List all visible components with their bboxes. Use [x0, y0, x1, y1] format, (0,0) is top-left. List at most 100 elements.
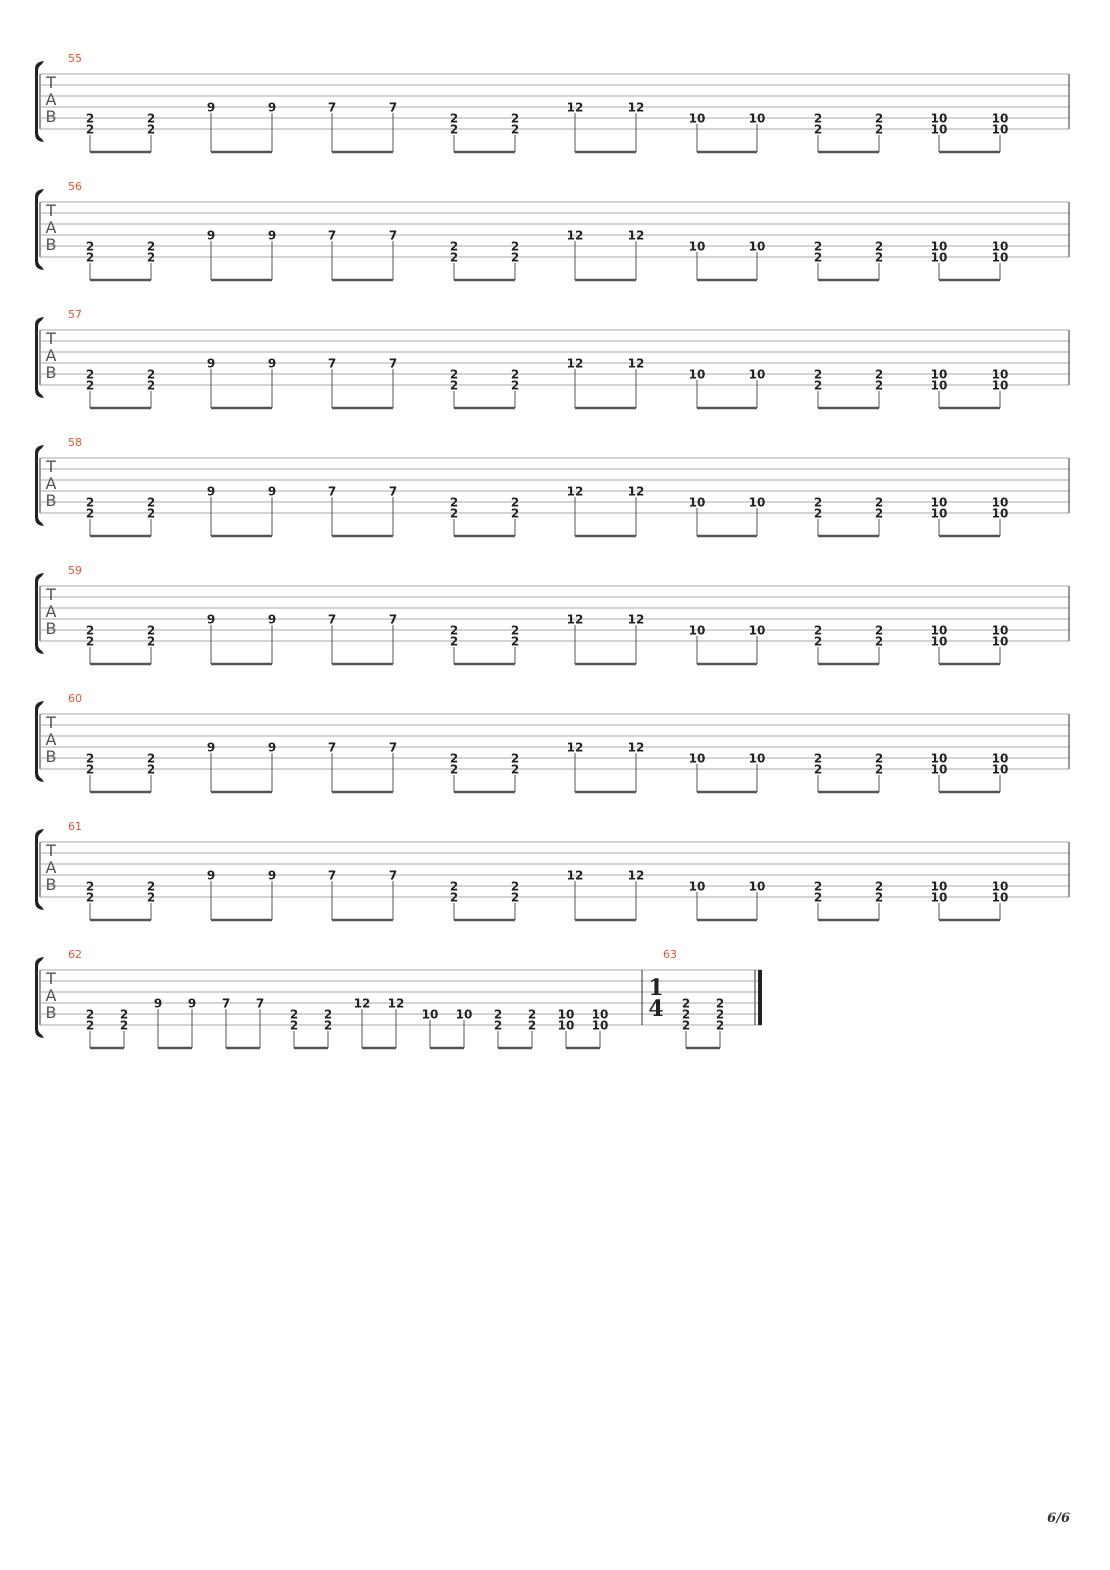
- fret-number: 2: [450, 496, 458, 510]
- fret-number: 2: [86, 123, 94, 137]
- fret-number: 7: [328, 101, 336, 115]
- fret-number: 10: [992, 752, 1009, 766]
- fret-number: 2: [86, 624, 94, 638]
- system-bracket: [35, 189, 44, 270]
- fret-number: 10: [931, 379, 948, 393]
- fret-number: 2: [511, 763, 519, 777]
- fret-number: 2: [511, 507, 519, 521]
- tab-clef-letter: A: [46, 346, 57, 365]
- fret-number: 2: [450, 624, 458, 638]
- fret-number: 10: [992, 368, 1009, 382]
- fret-number: 10: [749, 368, 766, 382]
- fret-number: 2: [875, 635, 883, 649]
- measure-number: 59: [68, 564, 82, 577]
- fret-number: 10: [592, 1008, 609, 1022]
- fret-number: 2: [814, 368, 822, 382]
- fret-number: 12: [628, 229, 645, 243]
- fret-number: 2: [450, 379, 458, 393]
- measure-number: 56: [68, 180, 82, 193]
- fret-number: 10: [992, 624, 1009, 638]
- fret-number: 10: [992, 635, 1009, 649]
- fret-number: 7: [222, 997, 230, 1011]
- fret-number: 9: [268, 101, 276, 115]
- fret-number: 2: [450, 240, 458, 254]
- tab-clef-letter: T: [45, 329, 56, 348]
- fret-number: 2: [86, 752, 94, 766]
- fret-number: 10: [749, 112, 766, 126]
- tab-clef-letter: B: [46, 1003, 57, 1022]
- fret-number: 2: [682, 1019, 690, 1033]
- tab-clef-letter: A: [46, 986, 57, 1005]
- fret-number: 2: [147, 624, 155, 638]
- measure-number: 58: [68, 436, 82, 449]
- system-bracket: [35, 573, 44, 654]
- fret-number: 2: [511, 368, 519, 382]
- fret-number: 2: [86, 496, 94, 510]
- fret-number: 12: [628, 613, 645, 627]
- fret-number: 10: [749, 496, 766, 510]
- fret-number: 10: [931, 251, 948, 265]
- fret-number: 2: [147, 635, 155, 649]
- fret-number: 2: [814, 507, 822, 521]
- tab-clef-letter: B: [46, 619, 57, 638]
- fret-number: 9: [154, 997, 162, 1011]
- fret-number: 9: [268, 357, 276, 371]
- fret-number: 2: [86, 635, 94, 649]
- fret-number: 2: [86, 1008, 94, 1022]
- fret-number: 2: [120, 1008, 128, 1022]
- fret-number: 7: [389, 357, 397, 371]
- fret-number: 2: [86, 251, 94, 265]
- fret-number: 2: [120, 1019, 128, 1033]
- fret-number: 10: [689, 240, 706, 254]
- fret-number: 10: [931, 507, 948, 521]
- fret-number: 9: [207, 229, 215, 243]
- fret-number: 10: [749, 240, 766, 254]
- fret-number: 2: [875, 880, 883, 894]
- fret-number: 7: [389, 229, 397, 243]
- fret-number: 10: [931, 368, 948, 382]
- fret-number: 2: [814, 123, 822, 137]
- fret-number: 12: [354, 997, 371, 1011]
- measure-number: 62: [68, 948, 82, 961]
- fret-number: 2: [86, 880, 94, 894]
- fret-number: 10: [689, 496, 706, 510]
- fret-number: 2: [494, 1008, 502, 1022]
- fret-number: 2: [450, 752, 458, 766]
- fret-number: 12: [567, 741, 584, 755]
- fret-number: 12: [567, 613, 584, 627]
- fret-number: 9: [207, 485, 215, 499]
- fret-number: 2: [511, 891, 519, 905]
- fret-number: 2: [528, 1008, 536, 1022]
- fret-number: 2: [450, 123, 458, 137]
- fret-number: 2: [814, 752, 822, 766]
- fret-number: 9: [268, 613, 276, 627]
- fret-number: 2: [511, 635, 519, 649]
- fret-number: 2: [682, 997, 690, 1011]
- fret-number: 10: [931, 763, 948, 777]
- tab-clef-letter: B: [46, 875, 57, 894]
- fret-number: 10: [931, 880, 948, 894]
- fret-number: 2: [494, 1019, 502, 1033]
- fret-number: 12: [628, 101, 645, 115]
- fret-number: 2: [147, 251, 155, 265]
- fret-number: 2: [814, 251, 822, 265]
- fret-number: 10: [689, 624, 706, 638]
- fret-number: 7: [389, 869, 397, 883]
- fret-number: 10: [992, 507, 1009, 521]
- fret-number: 12: [628, 741, 645, 755]
- fret-number: 12: [567, 229, 584, 243]
- fret-number: 2: [86, 891, 94, 905]
- system-bracket: [35, 701, 44, 782]
- fret-number: 10: [992, 379, 1009, 393]
- fret-number: 10: [689, 368, 706, 382]
- fret-number: 2: [511, 752, 519, 766]
- fret-number: 2: [875, 891, 883, 905]
- fret-number: 10: [931, 624, 948, 638]
- fret-number: 10: [992, 251, 1009, 265]
- fret-number: 2: [814, 624, 822, 638]
- fret-number: 2: [450, 635, 458, 649]
- time-signature-top: 1: [648, 975, 663, 1001]
